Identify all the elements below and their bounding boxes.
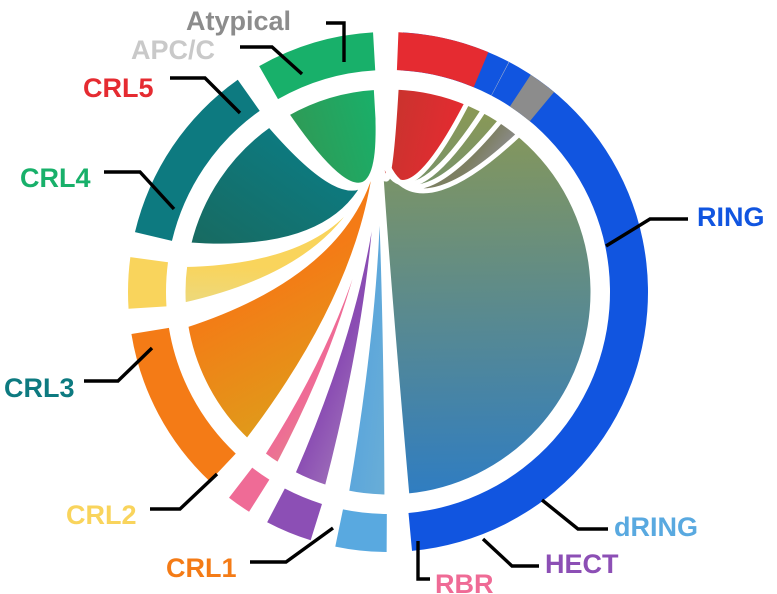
leader-line-rbr — [416, 541, 430, 581]
leader-line-layer — [84, 21, 688, 581]
label-ring[interactable]: RING — [697, 202, 765, 232]
label-crl4[interactable]: CRL4 — [20, 163, 91, 193]
label-crl3[interactable]: CRL3 — [4, 373, 75, 403]
leader-line-crl2 — [150, 472, 219, 511]
arc-atypical[interactable] — [509, 74, 555, 122]
ribbon-atypical — [375, 111, 523, 194]
arc-rbr[interactable] — [229, 467, 270, 512]
label-hect[interactable]: HECT — [545, 549, 619, 579]
arc-ring[interactable] — [400, 32, 648, 551]
leader-line-apcc — [240, 45, 304, 76]
leader-line-crl4 — [104, 170, 176, 211]
arc-crl5[interactable] — [396, 32, 489, 88]
label-apcc[interactable]: APC/C — [131, 35, 215, 65]
leader-line-hect — [481, 537, 539, 568]
label-crl1[interactable]: CRL1 — [166, 553, 237, 583]
leader-line-crl1 — [250, 526, 334, 564]
label-atypical[interactable]: Atypical — [186, 6, 291, 36]
leader-line-atypical — [326, 21, 346, 62]
leader-line-ring — [605, 217, 688, 248]
arc-crl2[interactable] — [128, 257, 169, 309]
label-dring[interactable]: dRING — [614, 512, 698, 542]
arc-crl1[interactable] — [131, 327, 236, 482]
label-crl2[interactable]: CRL2 — [66, 500, 137, 530]
label-layer: RING dRING HECT RBR CRL1 CRL2 CRL3 CRL4 CRL5 APC/… — [4, 6, 765, 594]
leader-line-crl3 — [84, 346, 154, 383]
label-rbr[interactable]: RBR — [435, 569, 494, 594]
ribbon-layer — [180, 84, 596, 500]
outer-arc-layer — [128, 32, 648, 552]
arc-hect[interactable] — [267, 488, 322, 541]
arc-crl4[interactable] — [259, 32, 376, 100]
arc-dring[interactable] — [335, 509, 387, 552]
leader-line-dring — [540, 498, 608, 531]
label-crl5[interactable]: CRL5 — [83, 73, 154, 103]
leader-line-crl5 — [170, 76, 242, 115]
arc-apcc[interactable] — [491, 61, 510, 96]
